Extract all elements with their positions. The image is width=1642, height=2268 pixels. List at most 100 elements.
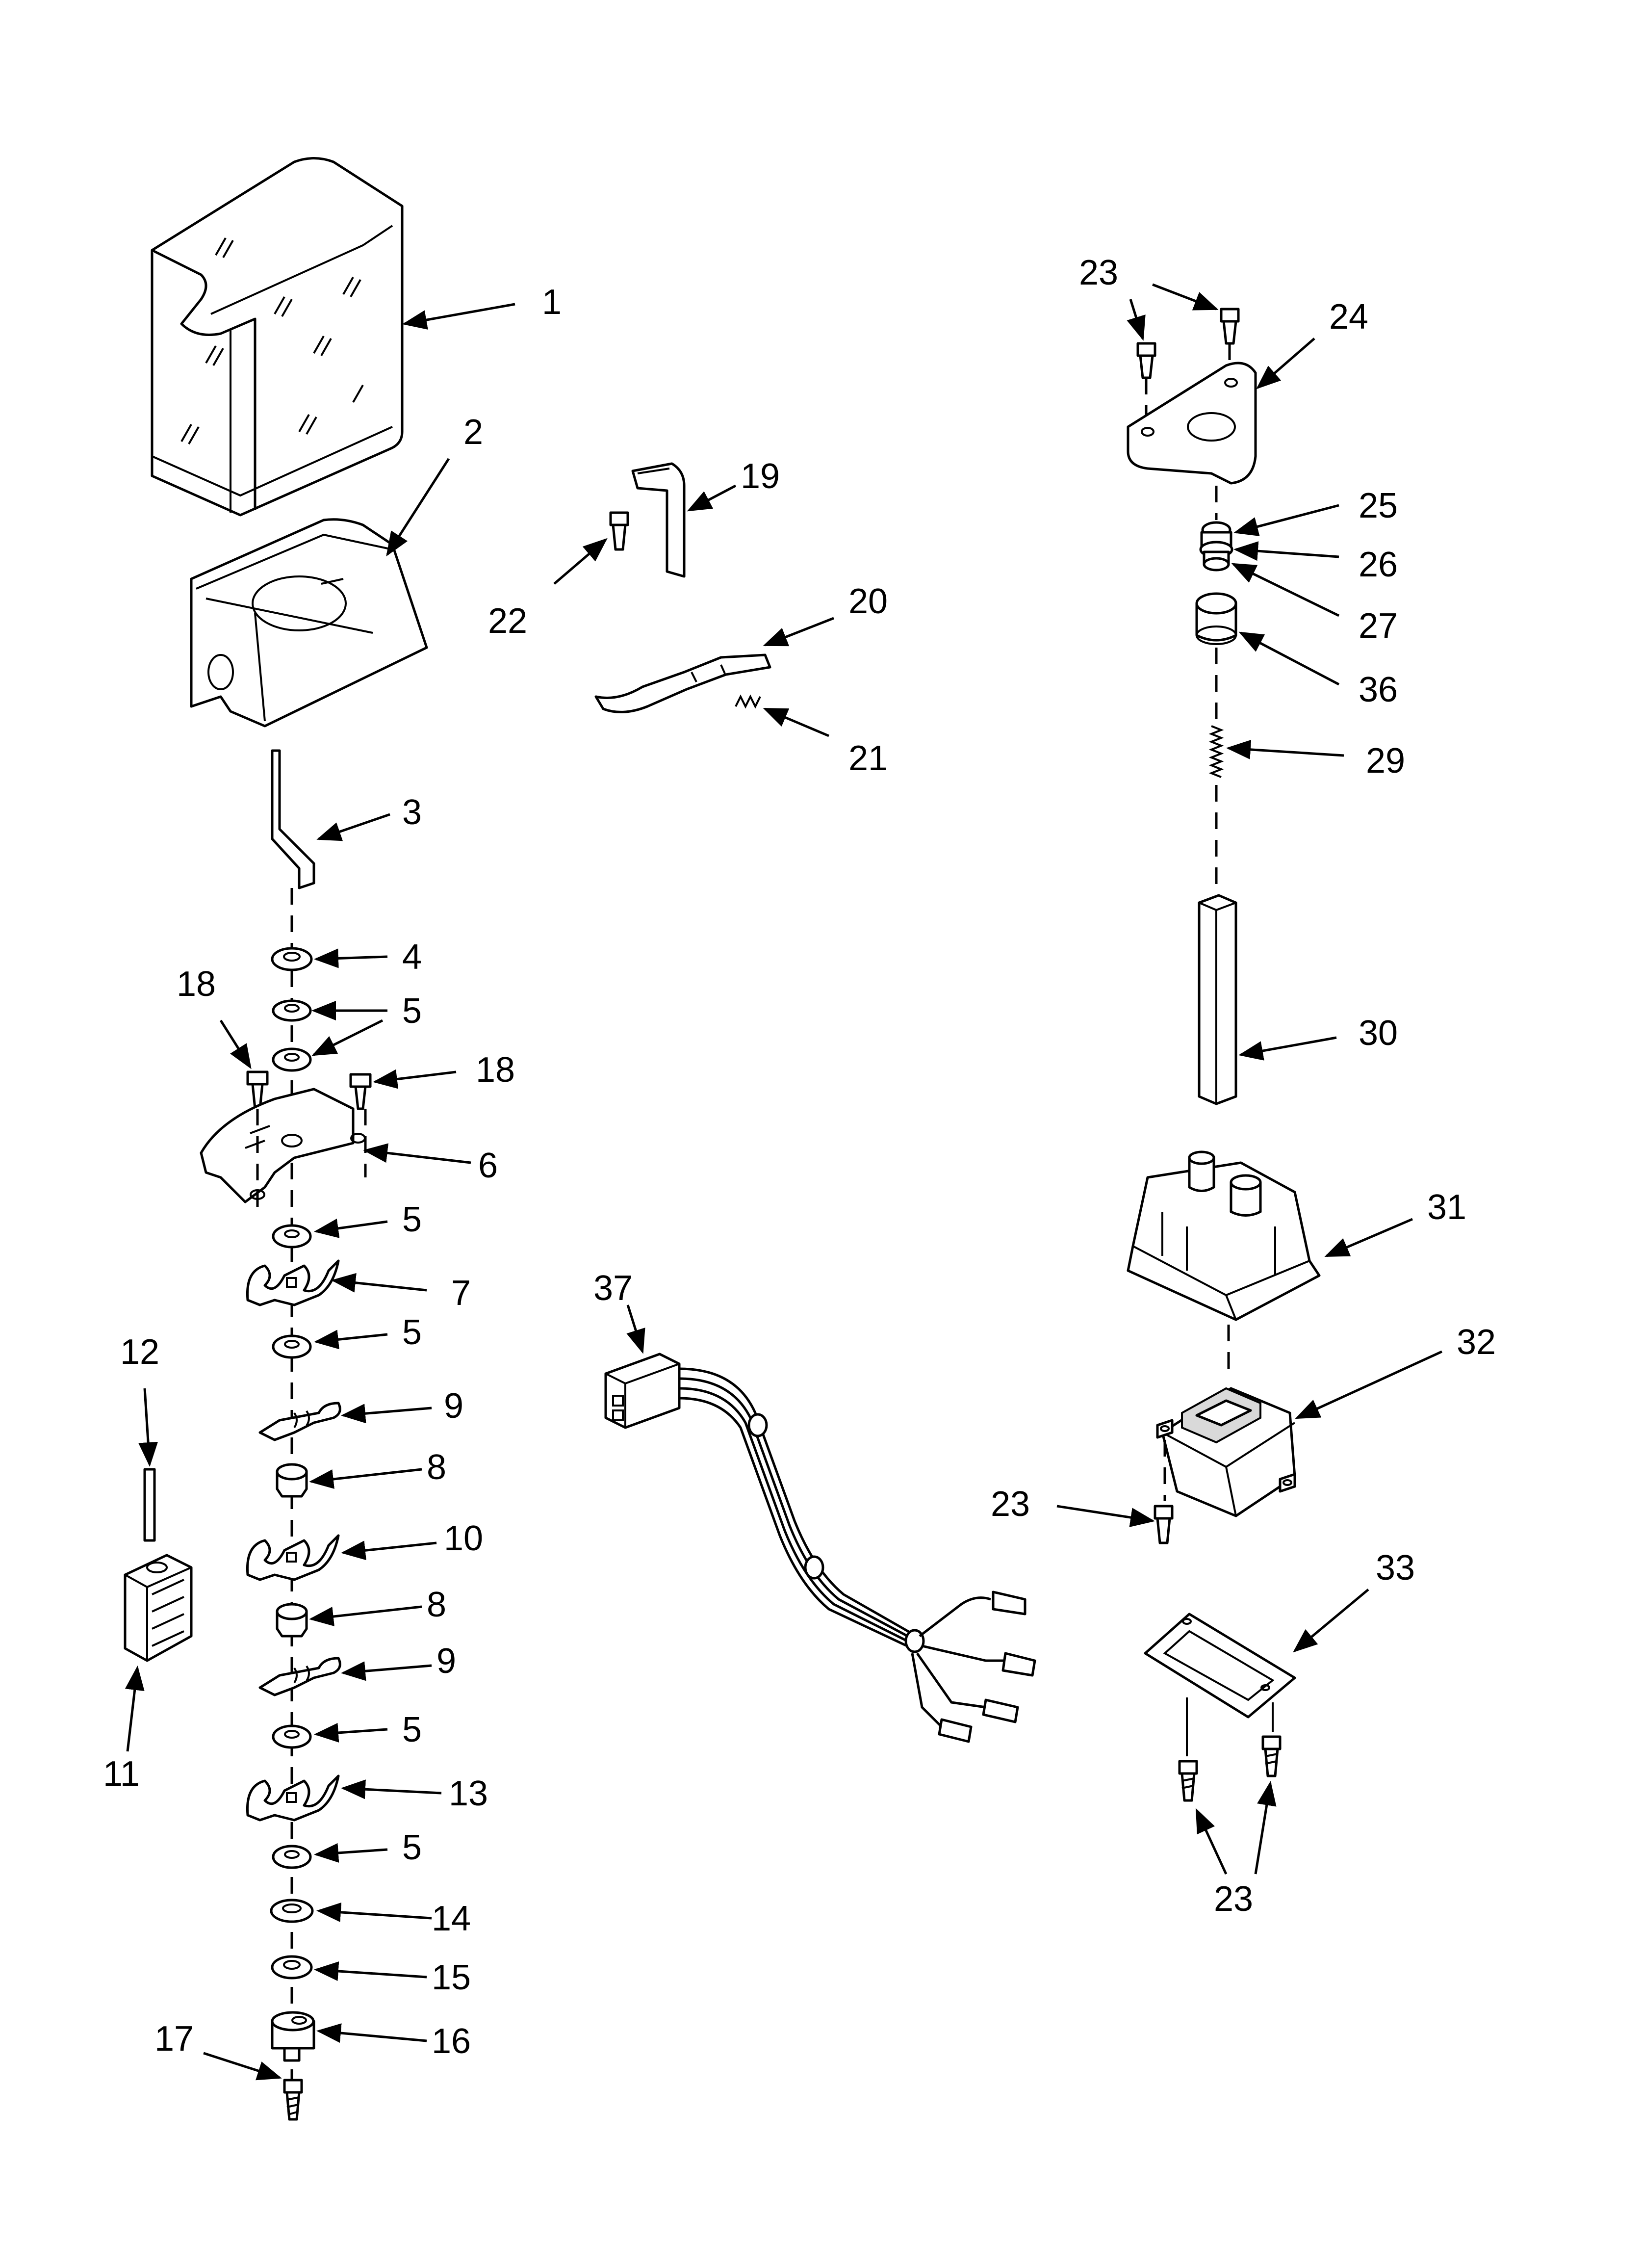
- callout-27: 27: [1359, 606, 1398, 646]
- leader-20: [763, 617, 834, 647]
- callout-8-a: 8: [427, 1448, 446, 1487]
- part-5-washer-a: [272, 999, 312, 1072]
- screw-axes: [256, 1109, 367, 1207]
- part-13-blade: [246, 1774, 340, 1822]
- leader-1: [402, 303, 515, 330]
- callout-2: 2: [463, 413, 483, 452]
- callout-12: 12: [120, 1332, 159, 1372]
- part-23-screw-bottom-left: [1178, 1760, 1198, 1802]
- leader-3: [316, 813, 390, 841]
- leader-10: [341, 1540, 437, 1561]
- callout-5-b: 5: [402, 1200, 422, 1239]
- part-22-screw: [609, 511, 629, 551]
- leader-21: [763, 707, 829, 737]
- part-1-ice-bin-cover: [151, 157, 404, 517]
- leader-27: [1231, 563, 1340, 617]
- leader-29: [1226, 739, 1344, 759]
- part-29-spring: [1208, 725, 1224, 778]
- callout-5-c: 5: [402, 1313, 422, 1352]
- callout-24: 24: [1329, 297, 1368, 337]
- part-33-gasket: [1144, 1613, 1296, 1719]
- part-15-washer: [271, 1955, 313, 1980]
- part-18-screw-right: [349, 1073, 372, 1110]
- callout-20: 20: [848, 582, 888, 621]
- leader-11: [125, 1666, 145, 1752]
- leader-36: [1238, 631, 1340, 686]
- leader-15: [314, 1961, 427, 1981]
- callout-18-a: 18: [177, 965, 216, 1004]
- leader-9a: [341, 1404, 432, 1424]
- part-5-washer-d: [272, 1724, 312, 1749]
- callout-4: 4: [402, 938, 422, 977]
- part-23-screw-middle: [1154, 1505, 1174, 1544]
- part-23-screw-top-right: [1220, 308, 1240, 345]
- part-10-blade: [246, 1534, 340, 1581]
- part-36-sleeve: [1195, 592, 1237, 645]
- part-24-mounting-plate: [1127, 362, 1257, 485]
- part-20-lever: [594, 653, 771, 713]
- callout-23-c: 23: [1214, 1879, 1253, 1919]
- part-30-shaft: [1198, 894, 1237, 1105]
- part-3-auger-rod: [271, 749, 315, 889]
- leader-5c: [314, 1330, 388, 1350]
- leader-23c-1: [1195, 1808, 1228, 1875]
- part-23-screw-bottom-right: [1261, 1735, 1282, 1777]
- leader-2: [386, 458, 450, 557]
- leader-7: [331, 1273, 427, 1293]
- callout-21: 21: [848, 739, 888, 778]
- leader-32: [1295, 1350, 1443, 1419]
- leader-19: [687, 484, 737, 512]
- part-19-bracket: [631, 462, 686, 578]
- callout-9-a: 9: [444, 1386, 463, 1426]
- leader-23c-2: [1254, 1781, 1277, 1875]
- leader-23b: [1056, 1505, 1155, 1527]
- leader-12: [138, 1388, 158, 1467]
- callout-18-b: 18: [476, 1050, 515, 1090]
- part-25-26-27-bushing: [1199, 521, 1233, 572]
- callout-26: 26: [1359, 545, 1398, 584]
- part-8-spacer-a: [276, 1463, 308, 1498]
- leader-17: [203, 2052, 282, 2081]
- part-37-wire-harness: [604, 1353, 1036, 1743]
- callout-1: 1: [542, 283, 562, 322]
- leader-5a2: [311, 1019, 384, 1056]
- callout-29: 29: [1366, 741, 1405, 781]
- callout-30: 30: [1359, 1014, 1398, 1053]
- callout-10: 10: [444, 1519, 483, 1558]
- callout-22: 22: [488, 601, 527, 641]
- leader-31: [1324, 1218, 1413, 1257]
- callout-37: 37: [593, 1269, 633, 1308]
- part-32-motor: [1156, 1387, 1296, 1517]
- leader-22: [553, 538, 608, 585]
- part-6-mounting-plate: [200, 1088, 366, 1203]
- leader-14: [316, 1902, 432, 1922]
- callout-3: 3: [402, 793, 422, 832]
- leader-33: [1293, 1589, 1369, 1653]
- leader-9b: [341, 1661, 432, 1681]
- leader-6: [363, 1143, 471, 1164]
- leader-5d: [314, 1722, 388, 1743]
- callout-16: 16: [432, 2022, 471, 2061]
- leader-18a: [219, 1019, 252, 1069]
- callout-9-b: 9: [436, 1642, 456, 1681]
- callout-6: 6: [478, 1146, 498, 1185]
- leader-8b: [309, 1605, 422, 1626]
- leader-16: [316, 2023, 427, 2043]
- callout-23-b: 23: [991, 1485, 1030, 1524]
- part-7-blade: [246, 1259, 340, 1306]
- leader-25: [1233, 504, 1339, 536]
- part-17-screw: [283, 2079, 303, 2121]
- part-4-washer: [271, 947, 313, 971]
- leader-18b: [373, 1069, 457, 1089]
- part-11-block: [124, 1554, 193, 1662]
- leader-23a-2: [1152, 283, 1219, 311]
- part-9-blade-a: [258, 1402, 341, 1441]
- axis-33-screws: [1186, 1697, 1274, 1756]
- leader-26: [1233, 541, 1339, 561]
- leader-4: [314, 948, 388, 968]
- callout-32: 32: [1457, 1323, 1496, 1362]
- leader-30: [1238, 1036, 1337, 1061]
- leader-37: [626, 1304, 645, 1354]
- leader-13: [341, 1779, 442, 1799]
